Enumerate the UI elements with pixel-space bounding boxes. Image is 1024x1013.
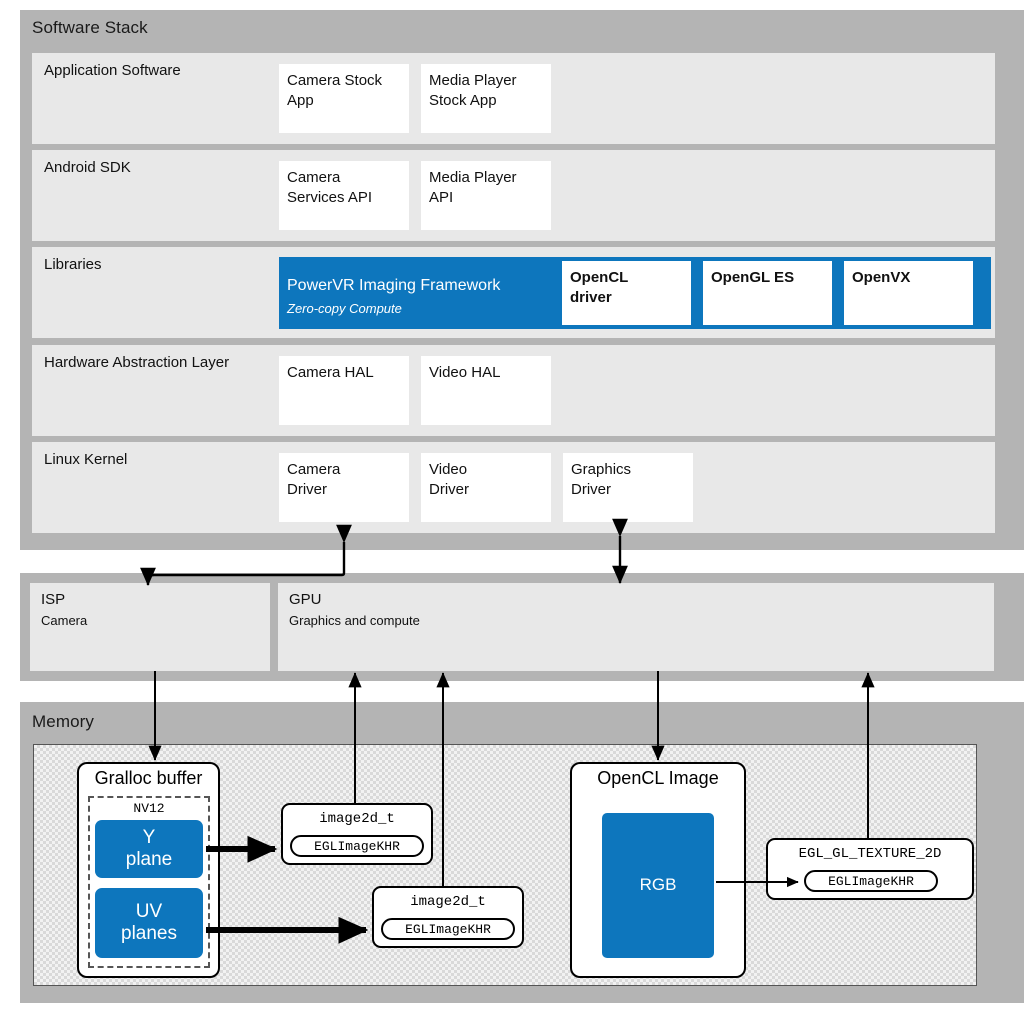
gpu-title: GPU [289, 591, 322, 608]
image2d-top-title: image2d_t [319, 811, 395, 827]
opencl-image-title: OpenCL Image [597, 768, 719, 788]
rgb-box[interactable]: RGB [602, 813, 714, 958]
isp-title: ISP [41, 591, 66, 608]
box-camera-driver[interactable]: Camera Driver [279, 453, 409, 522]
egl-gl-texture-2d-title: EGL_GL_TEXTURE_2D [798, 846, 942, 862]
y-plane-box[interactable]: Y plane [95, 820, 203, 878]
software-stack-title: Software Stack [32, 18, 148, 37]
gralloc-buffer-title: Gralloc buffer [94, 768, 203, 788]
box-opengl-es[interactable]: OpenGL ES [701, 259, 834, 327]
row-label-android-sdk: Android SDK [44, 159, 131, 176]
box-media-player-api[interactable]: Media Player API [421, 161, 551, 230]
box-graphics-driver[interactable]: Graphics Driver [563, 453, 693, 522]
row-label-linux-kernel: Linux Kernel [44, 451, 128, 468]
image2d-top-capsule[interactable]: EGLImageKHR [290, 835, 424, 857]
row-label-libraries: Libraries [44, 256, 102, 273]
nv12-format-label: NV12 [133, 801, 165, 816]
box-openvx[interactable]: OpenVX [842, 259, 975, 327]
box-opencl-driver[interactable]: OpenCL driver [560, 259, 693, 327]
egl-gl-texture-2d-capsule[interactable]: EGLImageKHR [804, 870, 938, 892]
box-video-hal[interactable]: Video HAL [421, 356, 551, 425]
row-label-hardware-abstraction-layer: Hardware Abstraction Layer [44, 354, 230, 371]
box-camera-stock-app[interactable]: Camera Stock App [279, 64, 409, 133]
nv12-container [88, 796, 210, 968]
image2d-bottom-capsule[interactable]: EGLImageKHR [381, 918, 515, 940]
uv-planes-box[interactable]: UV planes [95, 888, 203, 958]
box-camera-hal[interactable]: Camera HAL [279, 356, 409, 425]
box-video-driver[interactable]: Video Driver [421, 453, 551, 522]
image2d-bottom-title: image2d_t [410, 894, 486, 910]
gpu-subtitle: Graphics and compute [289, 613, 420, 628]
powervr-framework-title: PowerVR Imaging Framework [287, 277, 501, 294]
powervr-framework-subtitle: Zero-copy Compute [287, 301, 402, 316]
gpu-block[interactable]: GPU Graphics and compute [278, 583, 994, 671]
row-label-application-software: Application Software [44, 62, 181, 79]
box-media-player-stock-app[interactable]: Media Player Stock App [421, 64, 551, 133]
isp-subtitle: Camera [41, 613, 88, 628]
box-camera-services-api[interactable]: Camera Services API [279, 161, 409, 230]
memory-title: Memory [32, 712, 94, 731]
isp-block[interactable]: ISP Camera [30, 583, 270, 671]
